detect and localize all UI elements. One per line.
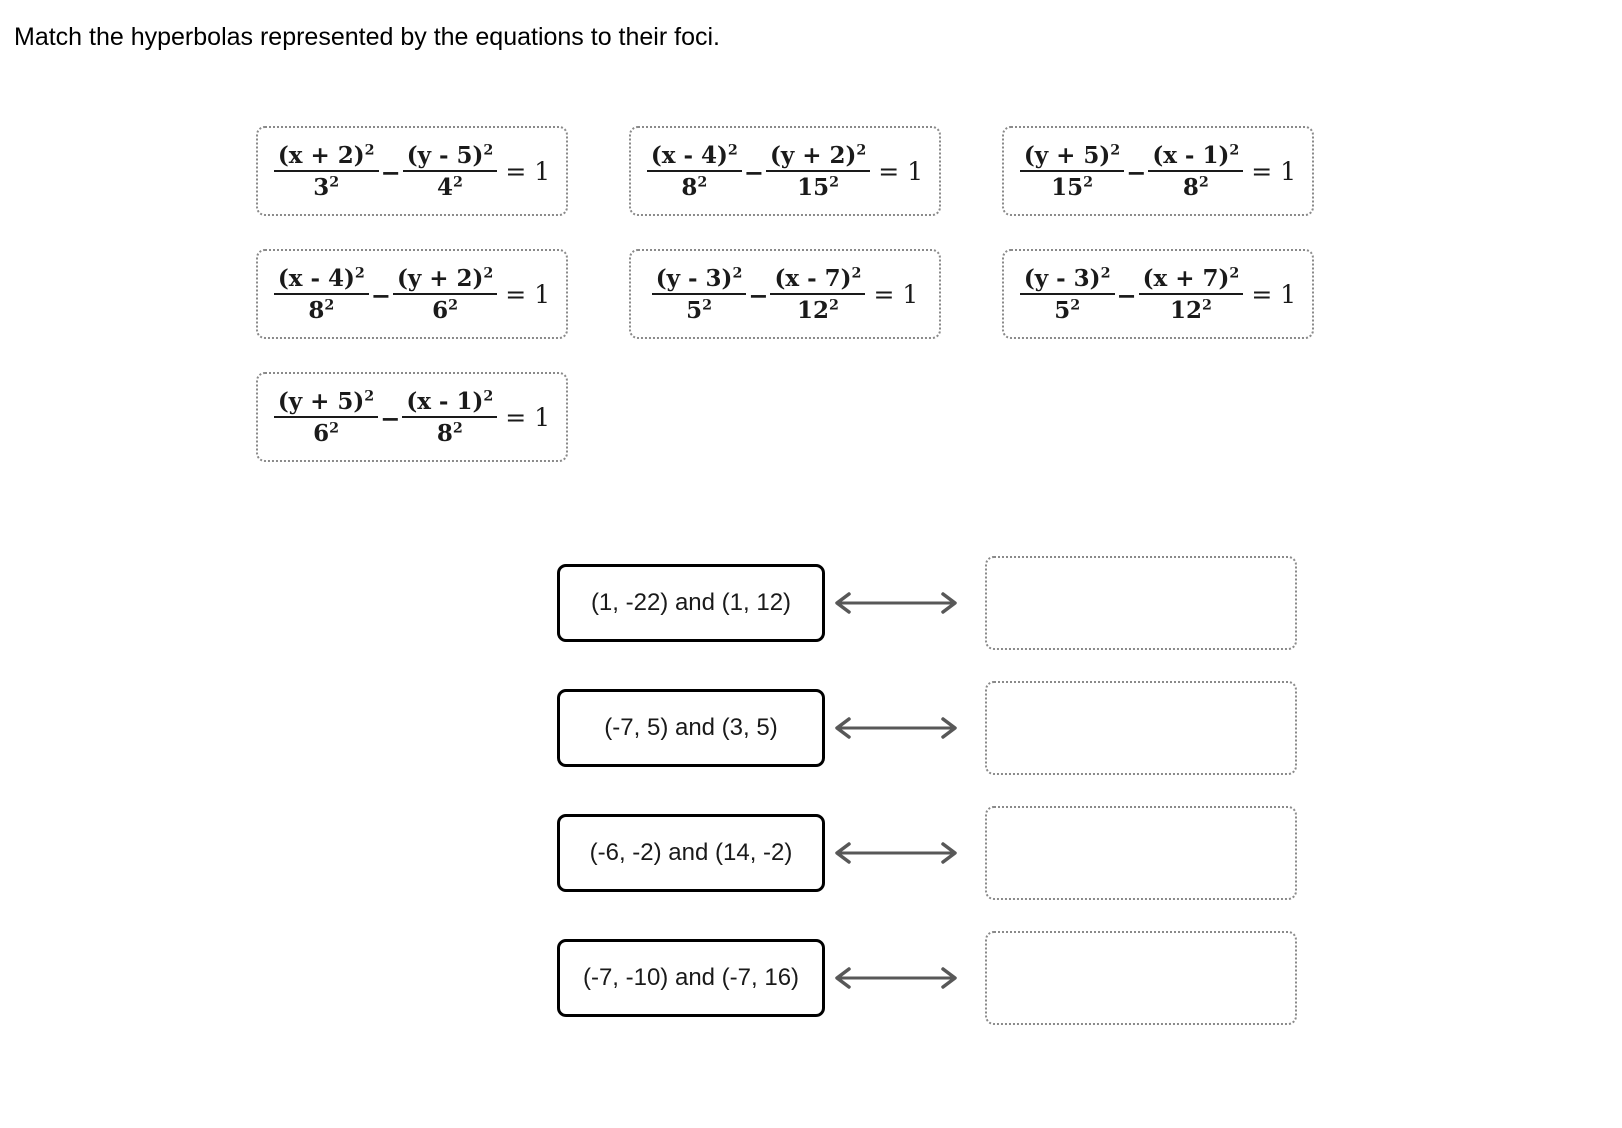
equals-one: = 1 — [878, 156, 924, 186]
minus-operator: − — [748, 280, 769, 310]
numerator: (y + 5)2 — [277, 387, 375, 415]
minus-operator: − — [380, 403, 401, 433]
equation-bank: (x + 2)2 32 − (y - 5)2 42 = 1 (x - 4)2 8… — [256, 126, 1326, 495]
denominator: 82 — [646, 169, 742, 199]
double-arrow-icon — [825, 713, 967, 743]
numerator: (y + 2)2 — [769, 141, 867, 169]
equation-math-4: (x - 4)2 82 − (y + 2)2 62 = 1 — [273, 264, 551, 322]
double-arrow-icon — [825, 588, 967, 618]
equation-math-3: (y + 5)2 152 − (x - 1)2 82 = 1 — [1019, 141, 1297, 199]
numerator: (y - 5)2 — [406, 141, 494, 169]
numerator: (x - 7)2 — [774, 264, 862, 292]
denominator: 152 — [1019, 169, 1125, 199]
fraction-left: (x + 2)2 32 — [273, 141, 379, 199]
fraction-left: (y + 5)2 152 — [1019, 141, 1125, 199]
numerator: (x - 1)2 — [406, 387, 494, 415]
fraction-left: (y - 3)2 52 — [1019, 264, 1115, 322]
foci-label: (-7, 5) and (3, 5) — [604, 714, 778, 741]
denominator: 42 — [402, 169, 498, 199]
match-row-3: (-6, -2) and (14, -2) — [557, 806, 1302, 900]
denominator: 122 — [770, 292, 866, 322]
equation-card-7[interactable]: (y + 5)2 62 − (x - 1)2 82 = 1 — [256, 372, 568, 462]
denominator: 32 — [273, 169, 379, 199]
answer-drop-zone-3[interactable] — [985, 806, 1297, 900]
fraction-right: (y + 2)2 152 — [765, 141, 871, 199]
fraction-right: (x + 7)2 122 — [1138, 264, 1244, 322]
equals-one: = 1 — [1251, 279, 1297, 309]
matching-area: (1, -22) and (1, 12) (-7, 5) and (3, 5) — [557, 556, 1302, 1061]
numerator: (y + 5)2 — [1023, 141, 1121, 169]
minus-operator: − — [1116, 280, 1137, 310]
fraction-left: (x - 4)2 82 — [646, 141, 742, 199]
equation-card-1[interactable]: (x + 2)2 32 − (y - 5)2 42 = 1 — [256, 126, 568, 216]
equals-one: = 1 — [505, 402, 551, 432]
foci-card-2[interactable]: (-7, 5) and (3, 5) — [557, 689, 825, 767]
numerator: (x + 7)2 — [1142, 264, 1240, 292]
equation-row: (y + 5)2 62 − (x - 1)2 82 = 1 — [256, 372, 1326, 462]
fraction-right: (x - 7)2 122 — [770, 264, 866, 322]
denominator: 52 — [651, 292, 747, 322]
match-row-4: (-7, -10) and (-7, 16) — [557, 931, 1302, 1025]
equals-one: = 1 — [873, 279, 919, 309]
minus-operator: − — [1126, 157, 1147, 187]
foci-label: (-6, -2) and (14, -2) — [589, 839, 793, 866]
minus-operator: − — [380, 157, 401, 187]
denominator: 122 — [1138, 292, 1244, 322]
denominator: 82 — [273, 292, 369, 322]
fraction-right: (y - 5)2 42 — [402, 141, 498, 199]
denominator: 62 — [273, 415, 379, 445]
equation-card-6[interactable]: (y - 3)2 52 − (x + 7)2 122 = 1 — [1002, 249, 1314, 339]
foci-label: (1, -22) and (1, 12) — [590, 589, 792, 616]
fraction-right: (x - 1)2 82 — [402, 387, 498, 445]
equals-one: = 1 — [1251, 156, 1297, 186]
equation-row: (x - 4)2 82 − (y + 2)2 62 = 1 (y - 3)2 5… — [256, 249, 1326, 339]
denominator: 82 — [1148, 169, 1244, 199]
denominator: 52 — [1019, 292, 1115, 322]
denominator: 82 — [402, 415, 498, 445]
numerator: (x + 2)2 — [277, 141, 375, 169]
minus-operator: − — [370, 280, 391, 310]
equation-math-2: (x - 4)2 82 − (y + 2)2 152 = 1 — [646, 141, 924, 199]
equation-slot-empty — [629, 372, 941, 462]
equation-card-3[interactable]: (y + 5)2 152 − (x - 1)2 82 = 1 — [1002, 126, 1314, 216]
denominator: 152 — [765, 169, 871, 199]
fraction-left: (x - 4)2 82 — [273, 264, 369, 322]
foci-card-4[interactable]: (-7, -10) and (-7, 16) — [557, 939, 825, 1017]
equals-one: = 1 — [505, 279, 551, 309]
page-title: Match the hyperbolas represented by the … — [14, 23, 720, 51]
double-arrow-icon — [825, 963, 967, 993]
fraction-right: (x - 1)2 82 — [1148, 141, 1244, 199]
foci-label: (-7, -10) and (-7, 16) — [582, 964, 800, 991]
match-row-1: (1, -22) and (1, 12) — [557, 556, 1302, 650]
match-row-2: (-7, 5) and (3, 5) — [557, 681, 1302, 775]
answer-drop-zone-4[interactable] — [985, 931, 1297, 1025]
foci-card-1[interactable]: (1, -22) and (1, 12) — [557, 564, 825, 642]
fraction-left: (y - 3)2 52 — [651, 264, 747, 322]
numerator: (x - 4)2 — [277, 264, 365, 292]
denominator: 62 — [392, 292, 498, 322]
numerator: (y - 3)2 — [1023, 264, 1111, 292]
minus-operator: − — [743, 157, 764, 187]
answer-drop-zone-1[interactable] — [985, 556, 1297, 650]
numerator: (x - 4)2 — [650, 141, 738, 169]
equation-card-5[interactable]: (y - 3)2 52 − (x - 7)2 122 = 1 — [629, 249, 941, 339]
equation-card-2[interactable]: (x - 4)2 82 − (y + 2)2 152 = 1 — [629, 126, 941, 216]
foci-card-3[interactable]: (-6, -2) and (14, -2) — [557, 814, 825, 892]
equation-math-5: (y - 3)2 52 − (x - 7)2 122 = 1 — [651, 264, 919, 322]
equation-math-6: (y - 3)2 52 − (x + 7)2 122 = 1 — [1019, 264, 1297, 322]
answer-drop-zone-2[interactable] — [985, 681, 1297, 775]
equation-card-4[interactable]: (x - 4)2 82 − (y + 2)2 62 = 1 — [256, 249, 568, 339]
equation-math-1: (x + 2)2 32 − (y - 5)2 42 = 1 — [273, 141, 551, 199]
equals-one: = 1 — [505, 156, 551, 186]
numerator: (y - 3)2 — [655, 264, 743, 292]
double-arrow-icon — [825, 838, 967, 868]
equation-slot-empty — [1002, 372, 1314, 462]
fraction-left: (y + 5)2 62 — [273, 387, 379, 445]
equation-math-7: (y + 5)2 62 − (x - 1)2 82 = 1 — [273, 387, 551, 445]
fraction-right: (y + 2)2 62 — [392, 264, 498, 322]
numerator: (x - 1)2 — [1152, 141, 1240, 169]
equation-row: (x + 2)2 32 − (y - 5)2 42 = 1 (x - 4)2 8… — [256, 126, 1326, 216]
numerator: (y + 2)2 — [396, 264, 494, 292]
